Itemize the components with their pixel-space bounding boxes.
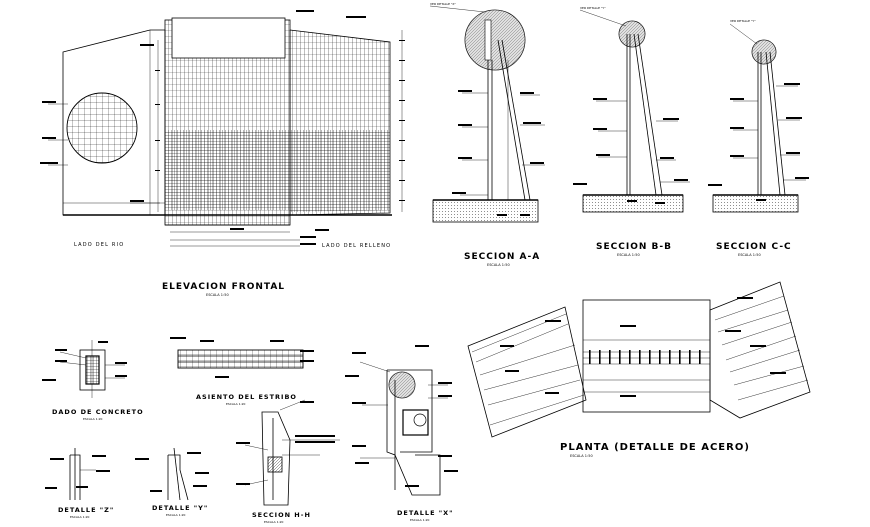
section-aa-scale: ESCALA 1:50	[487, 263, 510, 267]
section-aa-title: SECCION A-A	[464, 252, 540, 262]
elevation-scale: ESCALA 1:50	[206, 293, 229, 297]
detail-y-title: DETALLE "Y"	[152, 504, 208, 512]
detail-x-scale: ESCALA 1:20	[410, 518, 430, 522]
front-elevation-drawing	[40, 10, 405, 247]
concrete-die-detail-drawing	[42, 340, 127, 398]
elevation-pipe-opening	[66, 92, 138, 164]
detail-y-scale: ESCALA 1:20	[166, 513, 186, 517]
detail-x-drawing	[345, 345, 458, 496]
section-bb-drawing	[573, 9, 690, 213]
dado-title: DADO DE CONCRETO	[52, 408, 144, 416]
section-cc-title: SECCION C-C	[716, 242, 792, 252]
detail-x-title: DETALLE "X"	[397, 509, 454, 517]
asiento-scale: ESCALA 1:20	[226, 402, 246, 406]
detail-z-title: DETALLE "Z"	[58, 506, 114, 514]
section-aa-drawing	[429, 5, 545, 223]
section-cc-scale: ESCALA 1:50	[738, 253, 761, 257]
section-bb-scale: ESCALA 1:50	[617, 253, 640, 257]
dado-scale: ESCALA 1:20	[83, 417, 103, 421]
asiento-title: ASIENTO DEL ESTRIBO	[196, 393, 297, 401]
left-side-label: LADO DEL RIO	[74, 242, 124, 248]
detail-z-scale: ESCALA 1:20	[70, 515, 90, 519]
abutment-seat-detail-drawing	[170, 337, 314, 378]
section-hh-title: SECCION H-H	[252, 511, 311, 519]
section-hh-drawing	[236, 399, 340, 506]
right-side-label: LADO DEL RELLENO	[322, 243, 391, 249]
section-cc-detail-note: VER DETALLE "Y"	[730, 19, 756, 23]
section-cc-drawing	[708, 23, 809, 213]
detail-y-drawing	[135, 447, 209, 501]
plan-scale: ESCALA 1:50	[570, 454, 593, 458]
section-bb-title: SECCION B-B	[596, 242, 672, 252]
plan-steel-detail-drawing	[467, 281, 811, 438]
elevation-title: ELEVACION FRONTAL	[162, 282, 285, 292]
section-hh-scale: ESCALA 1:20	[264, 520, 284, 524]
section-bb-detail-note: VER DETALLE "Y"	[580, 6, 606, 10]
section-aa-detail-note: VER DETALLE "X"	[430, 2, 456, 6]
plan-title: PLANTA (DETALLE DE ACERO)	[560, 442, 750, 453]
detail-z-drawing	[45, 448, 110, 500]
